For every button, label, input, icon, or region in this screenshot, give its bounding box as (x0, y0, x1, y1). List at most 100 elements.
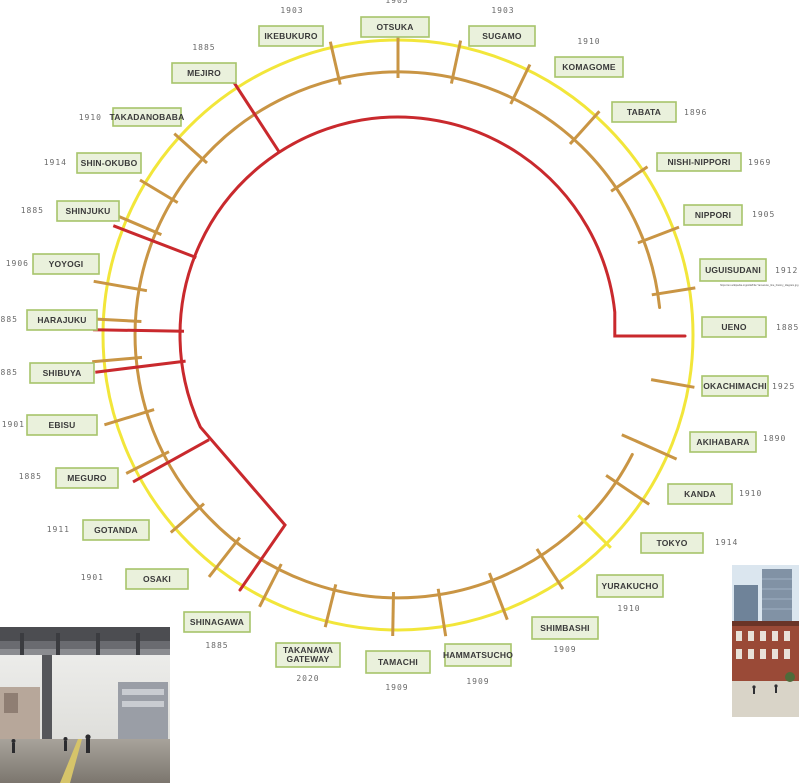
station-name: SHIBUYA (43, 368, 82, 378)
station-name-box (365, 650, 431, 674)
opening-year: 1885 (776, 323, 799, 332)
station-ebisu: EBISU 1901 (2, 414, 98, 436)
tokyo-station-illustration (732, 565, 799, 717)
outer-ring-line (101, 38, 695, 632)
station-name-box (26, 309, 98, 331)
station-name-box (683, 204, 743, 226)
station-name: UGUISUDANI (705, 265, 761, 275)
station-connector-shibuya (95, 359, 186, 374)
station-connector-harajuku (92, 328, 185, 333)
opening-year: 1909 (466, 677, 489, 686)
station-name: KOMAGOME (562, 62, 616, 72)
station-name: KANDA (684, 489, 716, 499)
station-connector-kanda (605, 474, 651, 506)
station-name: AKIHABARA (696, 437, 749, 447)
station-shibuya: SHIBUYA 1885 (0, 362, 95, 384)
station-connector-tabata (568, 110, 601, 146)
station-connector-harajuku (91, 317, 142, 323)
station-connector-yoyogi (93, 279, 148, 293)
station-name-box (701, 375, 769, 397)
opening-year: 1910 (577, 37, 600, 46)
station-connector-shinjuku (114, 213, 162, 236)
station-hammatsucho: HAMMATSUCHO 1909 (443, 643, 513, 686)
station-name: YOYOGI (49, 259, 84, 269)
opening-year: 1896 (684, 108, 707, 117)
station-name-box (76, 152, 142, 174)
station-name-box (699, 258, 767, 282)
station-connector-takadanobaba (173, 132, 209, 165)
opening-year: 1885 (192, 43, 215, 52)
station-name: MEGURO (67, 473, 107, 483)
station-name: SHIN-OKUBO (81, 158, 138, 168)
station-name: YURAKUCHO (601, 581, 658, 591)
opening-year: 1910 (79, 113, 102, 122)
station-name-box (531, 616, 599, 640)
station-name: TAMACHI (378, 657, 418, 667)
tokyo-station-brick-building-photo (732, 565, 799, 717)
station-name: SHINJUKU (65, 206, 110, 216)
station-connector-nishi-nippori (610, 165, 649, 193)
station-name: SHIMBASHI (540, 623, 590, 633)
opening-year: 2020 (296, 674, 319, 683)
opening-year: 1885 (21, 206, 44, 215)
station-name: HARAJUKU (37, 315, 86, 325)
station-shinagawa: SHINAGAWA 1885 (183, 611, 251, 650)
station-name-box (29, 362, 95, 384)
opening-year: 1906 (6, 259, 29, 268)
station-connector-shibuya (92, 355, 143, 364)
middle-ring-line (133, 70, 662, 600)
opening-year: 1969 (748, 158, 771, 167)
rings (101, 38, 695, 632)
opening-year: 1885 (205, 641, 228, 650)
station-connector-gotanda (169, 502, 205, 534)
opening-year: 1911 (47, 525, 70, 534)
station-name-box (640, 532, 704, 554)
station-name: EBISU (49, 420, 76, 430)
opening-year: 1910 (739, 489, 762, 498)
opening-year: 1903 (491, 6, 514, 15)
station-name: OTSUKA (376, 22, 413, 32)
station-akihabara: AKIHABARA 1890 (689, 431, 786, 453)
opening-year: 1890 (763, 434, 786, 443)
station-name: GOTANDA (94, 525, 138, 535)
station-name: HAMMATSUCHO (443, 650, 513, 660)
station-connector-osaki (207, 536, 241, 578)
station-name-box (667, 483, 733, 505)
station-name: OKACHIMACHI (703, 381, 767, 391)
station-connector-takanawa-gateway (323, 584, 338, 628)
station-gotanda: GOTANDA 1911 (47, 519, 150, 541)
station-connector-meguro (125, 450, 170, 475)
station-name: NIPPORI (695, 210, 731, 220)
station-komagome: KOMAGOME 1910 (554, 37, 624, 78)
station-name: TABATA (627, 107, 661, 117)
station-connector-mejiro (226, 71, 281, 154)
station-name-box (275, 642, 341, 668)
station-name-box (56, 200, 120, 222)
station-name: IKEBUKURO (264, 31, 317, 41)
opening-year: 1901 (2, 420, 25, 429)
station-connector-nippori (637, 225, 680, 245)
station-mejiro: MEJIRO 1885 (171, 43, 237, 84)
station-name-box (689, 431, 757, 453)
station-name: SHINAGAWA (190, 617, 244, 627)
station-connector-akihabara (621, 433, 678, 461)
opening-year: 1909 (553, 645, 576, 654)
station-connector-uguisudani (651, 286, 696, 297)
station-name: MEJIRO (187, 68, 221, 78)
station-connector-ebisu (103, 408, 155, 427)
station-connector-yurakucho (535, 548, 565, 590)
opening-year: 1885 (0, 368, 18, 377)
station-connector-tamachi (391, 591, 395, 637)
